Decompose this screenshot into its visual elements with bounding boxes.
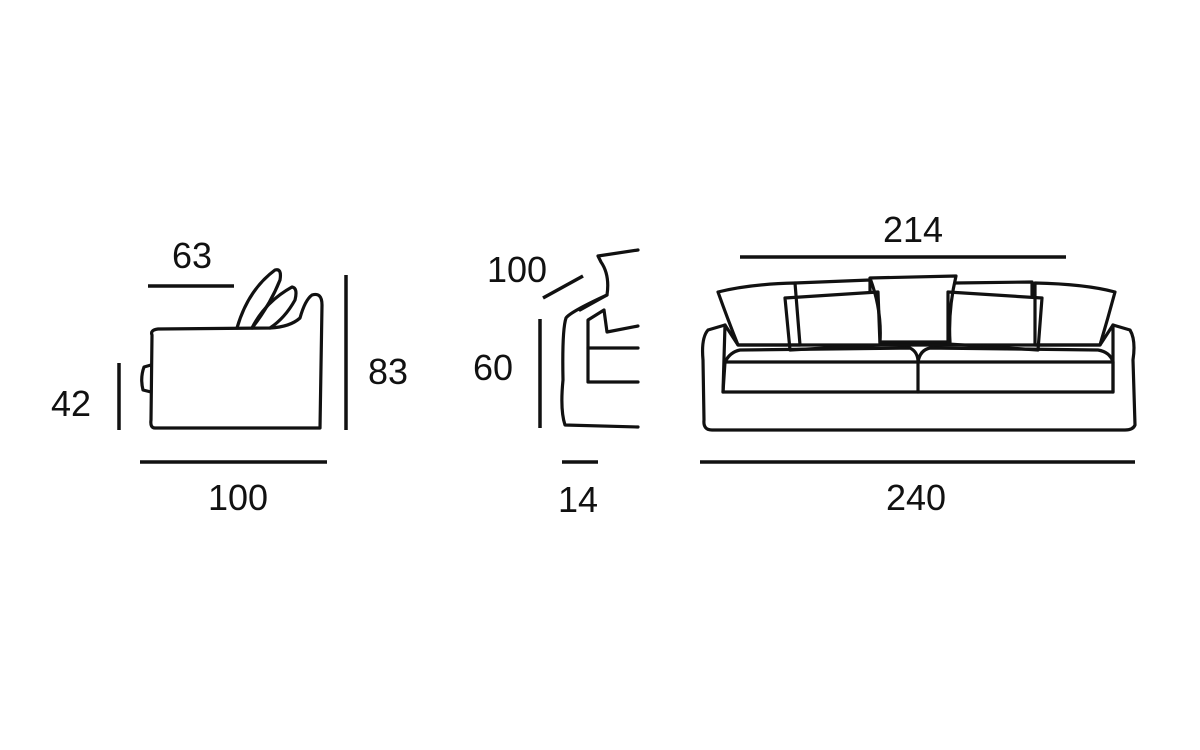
label-arm-depth: 100 xyxy=(487,249,547,290)
label-inner-width: 214 xyxy=(883,209,943,250)
label-arm-height: 60 xyxy=(473,347,513,388)
label-total-width: 240 xyxy=(886,477,946,518)
label-total-depth: 100 xyxy=(208,477,268,518)
label-seat-depth: 63 xyxy=(172,235,212,276)
side-view-body xyxy=(149,292,324,430)
seat-cushion-right xyxy=(916,346,1115,394)
arm-view-arm xyxy=(560,293,640,429)
back-cushion-left xyxy=(716,281,802,347)
pillow-center xyxy=(868,274,958,344)
pillow-left xyxy=(783,290,882,352)
arm-view-cushion xyxy=(578,248,640,312)
arm-view: 100 60 14 xyxy=(473,248,640,520)
label-arm-width: 14 xyxy=(558,479,598,520)
back-cushion-right xyxy=(1033,281,1117,347)
pillow-right xyxy=(946,290,1044,352)
side-view-knob xyxy=(140,363,153,394)
dim-line-100-arm xyxy=(542,274,584,300)
seat-cushion-left xyxy=(721,346,920,394)
label-total-height: 83 xyxy=(368,351,408,392)
label-seat-height: 42 xyxy=(51,383,91,424)
front-view-body xyxy=(700,323,1137,432)
side-view: 63 42 83 100 xyxy=(51,235,408,518)
arm-view-seat xyxy=(586,308,640,384)
back-cushion-mid-left xyxy=(793,278,872,294)
front-view: 214 240 xyxy=(700,209,1137,518)
side-view-cushion-2 xyxy=(250,285,298,330)
back-cushion-mid-right xyxy=(953,280,1034,297)
